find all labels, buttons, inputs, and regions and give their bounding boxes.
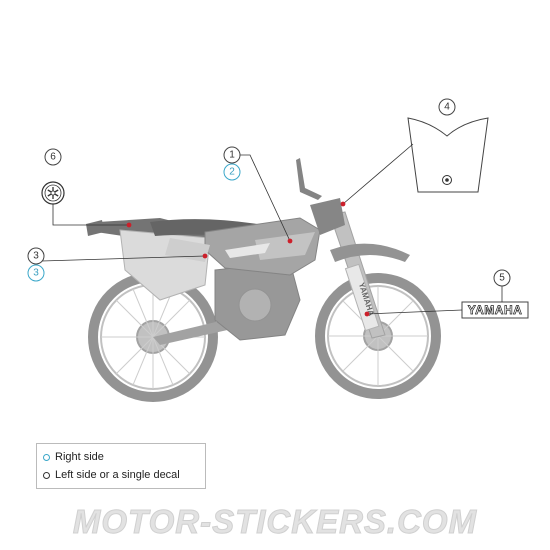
leader-1: [240, 154, 291, 242]
leader-6: [52, 204, 129, 226]
number-plate-decal: [407, 117, 489, 193]
motorcycle-illustration: YAMAHA: [86, 158, 441, 402]
legend-left-side-label: Left side or a single decal: [55, 469, 180, 481]
leader-3: [41, 255, 206, 262]
tuning-fork-emblem: [41, 181, 65, 205]
callout-1-number: 1: [229, 150, 235, 161]
leader-lines: [41, 143, 503, 315]
handlebar: [296, 158, 322, 200]
callout-5: 5: [493, 269, 511, 287]
front-fender: [330, 243, 410, 262]
watermark: MOTOR-STICKERS.COM: [72, 503, 478, 541]
marker-dot-1: [287, 238, 293, 244]
marker-dot-6: [126, 222, 132, 228]
marker-dot-5: [364, 311, 370, 317]
legend-right-side-label: Right side: [55, 451, 104, 463]
left-side-marker-icon: [43, 471, 50, 479]
leader-4: [342, 143, 414, 205]
marker-dot-3: [202, 253, 208, 259]
callout-5-number: 5: [499, 273, 505, 284]
decal-5-text: YAMAHA: [468, 303, 523, 317]
tuning-fork-emblem-small: [442, 175, 452, 185]
callout-2: 2: [223, 163, 241, 181]
yamaha-decal: YAMAHA: [461, 301, 529, 319]
legend-left-side: Left side or a single decal: [43, 466, 199, 484]
right-side-marker-icon: [43, 453, 50, 461]
leader-5-to-fork: [366, 309, 463, 315]
headlight-cowl: [310, 198, 345, 235]
marker-dots: [126, 201, 370, 317]
callout-6: 6: [44, 148, 62, 166]
callout-3-left-number: 3: [33, 251, 39, 262]
callout-1: 1: [223, 146, 241, 164]
legend-right-side: Right side: [43, 448, 199, 466]
callout-3-right: 3: [27, 264, 45, 282]
callout-4: 4: [438, 98, 456, 116]
marker-dot-4: [340, 201, 346, 207]
callout-2-number: 2: [229, 167, 235, 178]
callout-6-number: 6: [50, 152, 56, 163]
callout-3-left: 3: [27, 247, 45, 265]
callout-3-right-number: 3: [33, 268, 39, 279]
callout-4-number: 4: [444, 102, 450, 113]
legend: Right side Left side or a single decal: [36, 443, 206, 489]
